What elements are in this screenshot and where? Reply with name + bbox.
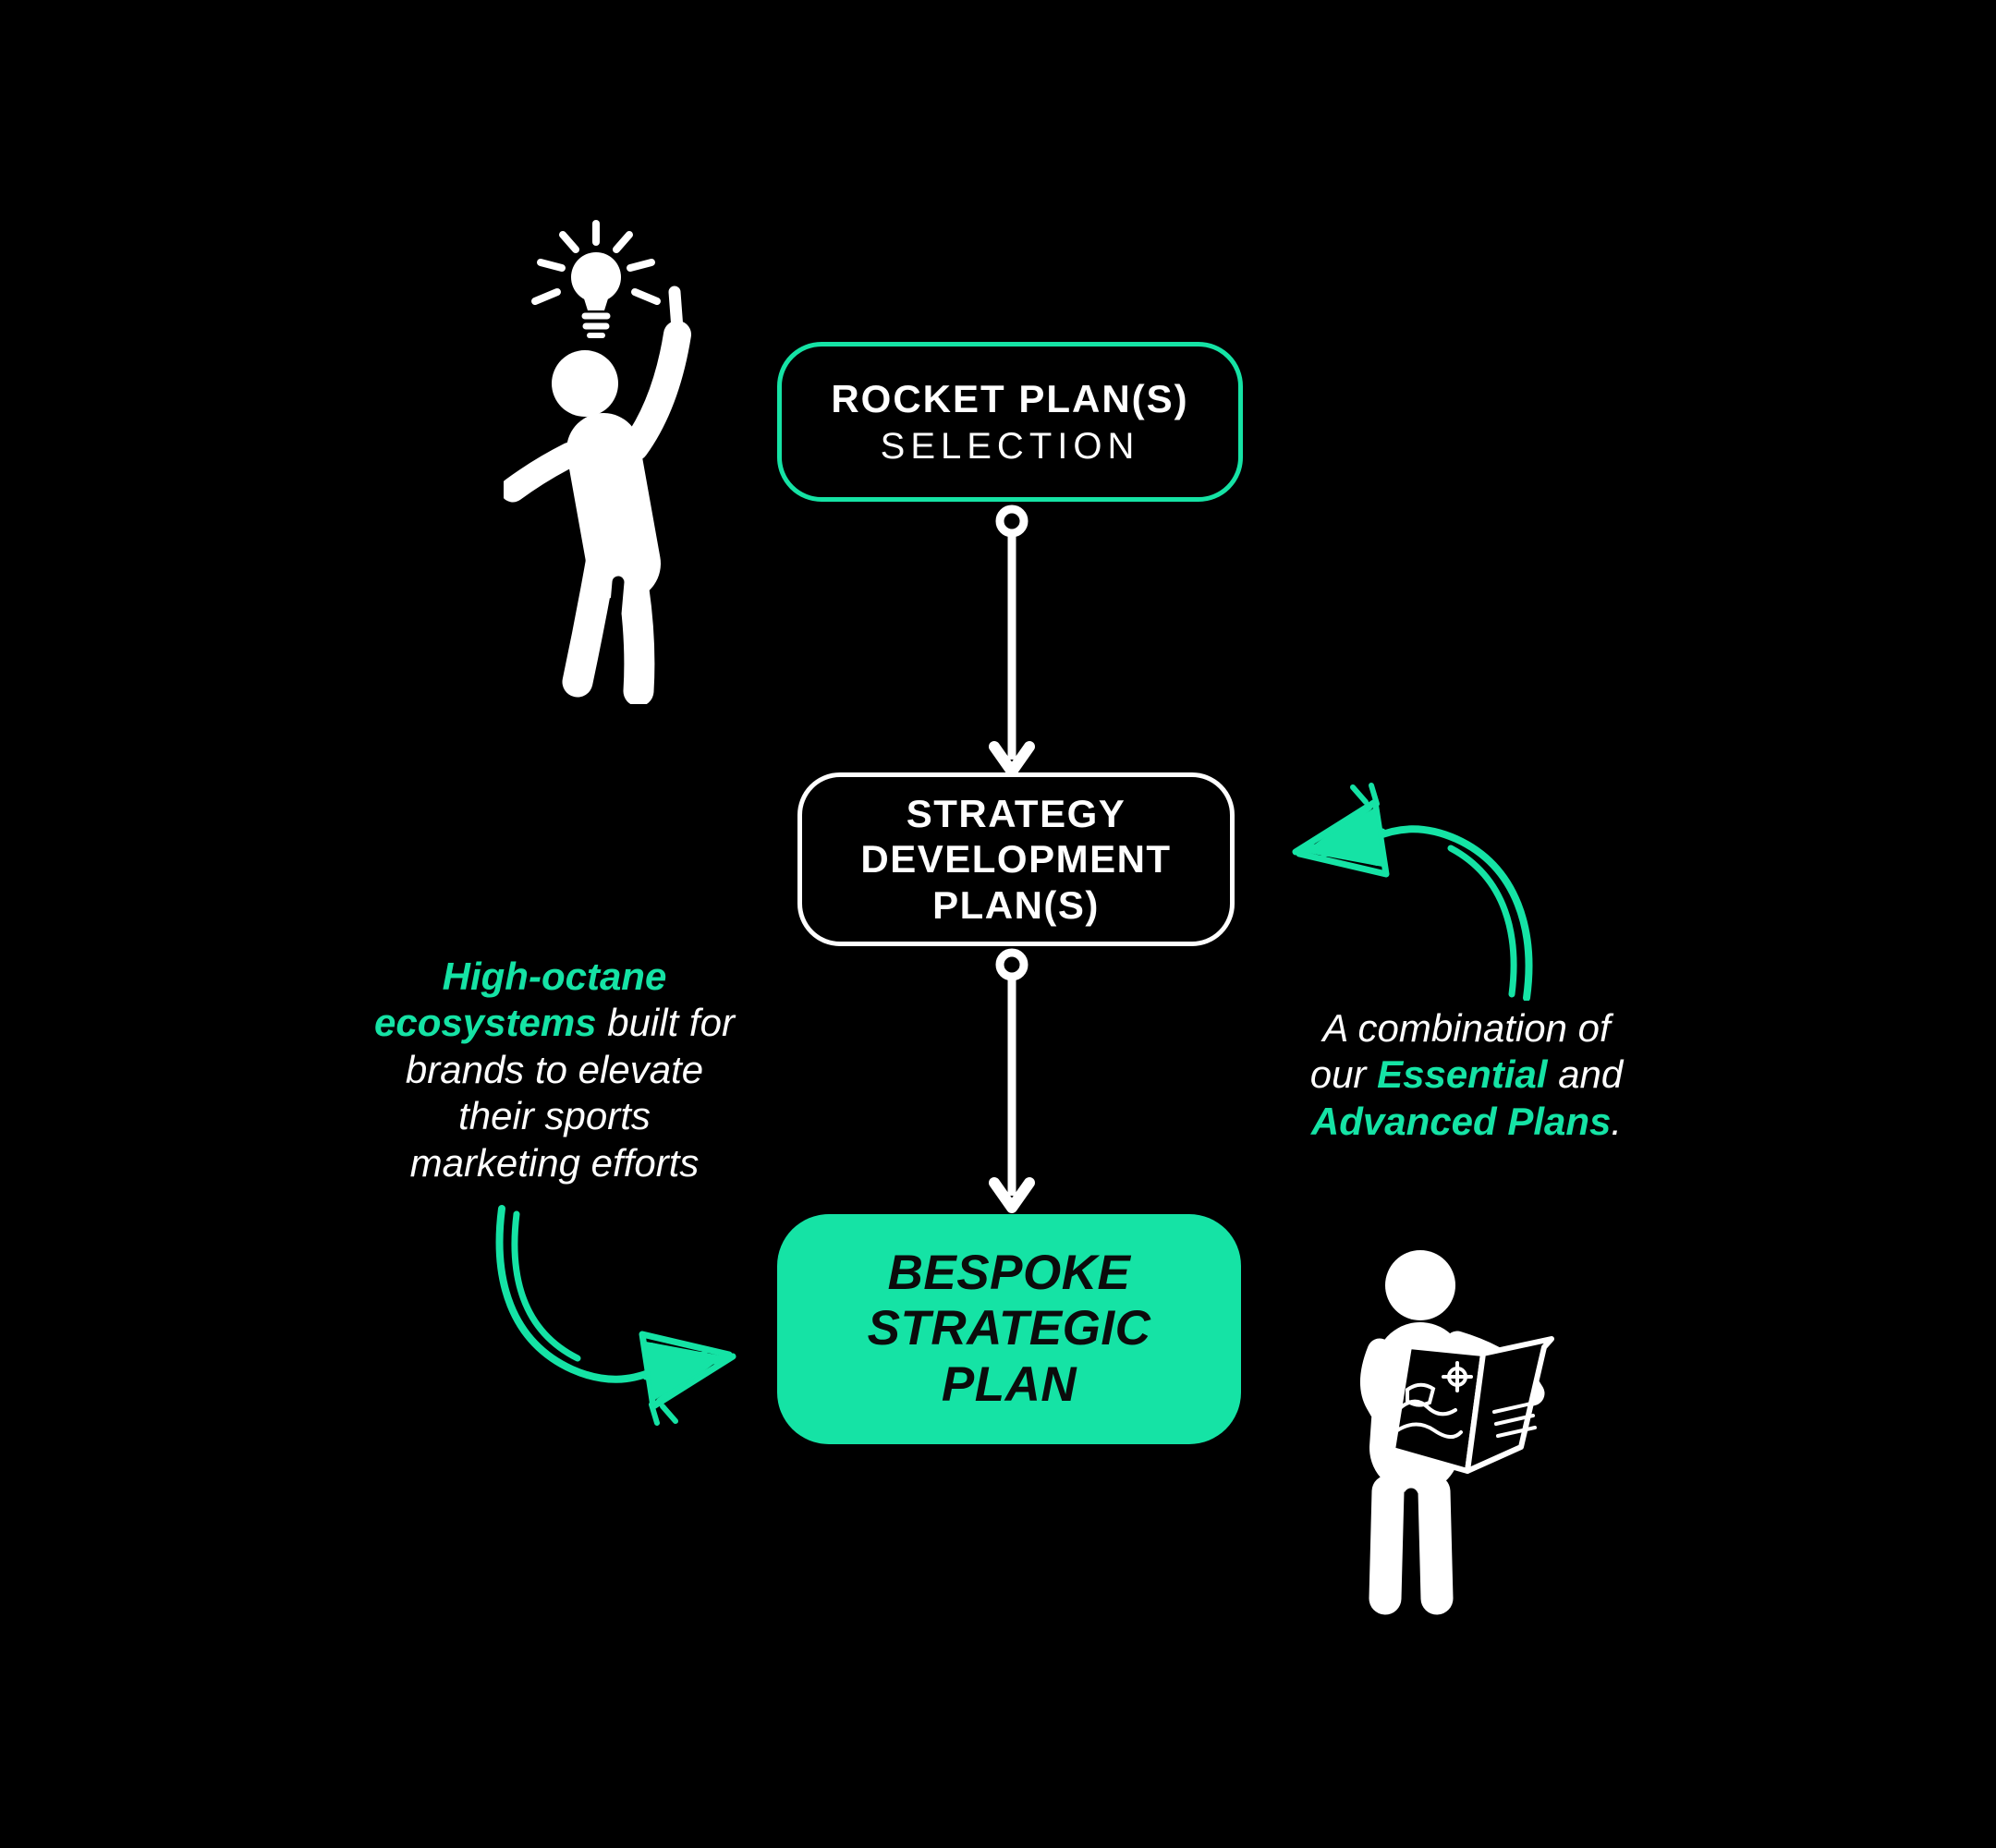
map-person-icon: [1360, 1250, 1554, 1617]
left-note-text-2: built for: [596, 1001, 735, 1045]
left-note-text-5: marketing efforts: [409, 1140, 700, 1185]
scribble-arrow-right-icon: [1292, 783, 1533, 1001]
step1-subtitle: SELECTION: [880, 425, 1140, 467]
left-note-text-4: their sports: [458, 1094, 651, 1138]
step2-line1: STRATEGY: [906, 791, 1126, 835]
left-annotation: High-octane ecosystems built for brands …: [351, 954, 758, 1186]
right-annotation: A combination of our Essential and Advan…: [1272, 1005, 1661, 1145]
right-note-text-1: A combination of: [1322, 1006, 1611, 1050]
step2-line3: PLAN(S): [932, 882, 1100, 927]
left-note-highlight-2: ecosystems: [374, 1001, 597, 1045]
connector-step1-step2: [989, 505, 1035, 777]
right-note-text-2a: our: [1309, 1052, 1378, 1097]
idea-person-icon: [504, 220, 691, 704]
right-note-text-2b: and: [1547, 1052, 1624, 1097]
connector-step2-step3: [989, 948, 1035, 1213]
scribble-arrow-left-icon: [495, 1205, 736, 1426]
step-bespoke-strategic-plan: BESPOKE STRATEGIC PLAN: [777, 1214, 1241, 1444]
step2-line2: DEVELOPMENT: [860, 837, 1172, 881]
step-strategy-development-plans: STRATEGY DEVELOPMENT PLAN(S): [797, 772, 1235, 946]
step3-line2: STRATEGIC: [867, 1301, 1151, 1356]
step-rocket-plans-selection: ROCKET PLAN(S) SELECTION: [777, 342, 1243, 502]
step1-title: ROCKET PLAN(S): [831, 377, 1189, 421]
right-note-highlight-advanced: Advanced Plans: [1310, 1099, 1612, 1143]
right-note-text-3: .: [1611, 1099, 1623, 1143]
step3-line3: PLAN: [941, 1356, 1077, 1412]
left-note-highlight-1: High-octane: [442, 954, 667, 998]
left-note-text-3: brands to elevate: [405, 1047, 704, 1091]
step3-line1: BESPOKE: [887, 1245, 1131, 1300]
right-note-highlight-essential: Essential: [1377, 1052, 1548, 1097]
